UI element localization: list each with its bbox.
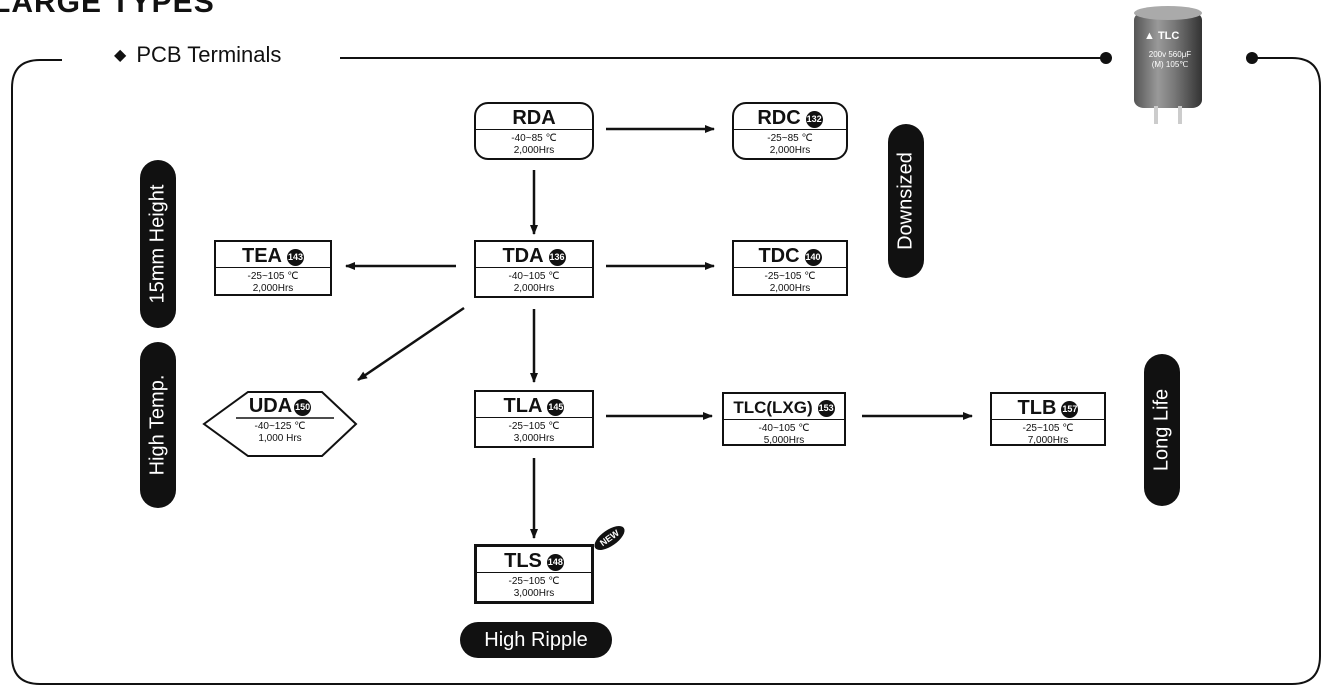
page-badge: 153 [817,400,835,417]
node-temp: -25~85 ℃ [767,133,813,144]
node-life: 2,000Hrs [769,145,811,156]
page-badge: 145 [547,399,565,416]
capacitor-leg [1178,106,1182,124]
uda-hexagon [202,391,358,457]
label-text: 15mm Height [146,184,169,304]
arrow-tda-uda [357,306,465,382]
page-badge: 157 [1061,401,1079,418]
capacitor-image: ▲ TLC 200v 560μF (M) 105℃ [1128,6,1208,126]
node-temp: -40~105 ℃ [508,271,560,282]
node-life: 5,000Hrs [763,435,805,446]
capacitor-brand: ▲ TLC [1144,30,1179,42]
capacitor-leg [1154,106,1158,124]
node-life: 2,000Hrs [252,283,294,294]
page-badge: 132 [805,111,823,128]
node-life: 7,000Hrs [1027,435,1069,446]
logo-icon: ▲ [1144,30,1158,42]
capacitor-top [1134,6,1202,20]
node-temp: -40~125 ℃ [254,421,306,432]
node-life: 1,000 Hrs [258,433,302,444]
node-life: 2,000Hrs [513,283,555,294]
page-badge: 148 [546,554,564,571]
section-label-text: PCB Terminals [136,42,282,67]
page-title: LARGE TYPES [0,0,215,19]
node-name: RDA [512,107,556,129]
node-temp: -25~105 ℃ [764,271,816,282]
node-name: TLS [504,550,542,572]
node-life: 2,000Hrs [769,283,811,294]
page-badge: 140 [804,249,822,266]
label-downsized: Downsized [888,124,924,278]
page-badge: 150 [294,399,312,416]
node-life: 3,000Hrs [513,588,555,599]
capacitor-tolerance: (M) 105℃ [1151,60,1189,69]
label-high-temp: High Temp. [140,342,176,508]
label-text: Long Life [1150,388,1173,472]
frame-border [11,57,1321,685]
capacitor-rating: 200v 560μF [1148,50,1192,59]
node-temp: -25~105 ℃ [247,271,299,282]
frame-dot-right [1246,52,1258,64]
label-high-ripple: High Ripple [460,622,612,658]
node-name: TLA [503,395,543,417]
node-temp: -40~105 ℃ [758,423,810,434]
node-temp: -40~85 ℃ [511,133,557,144]
node-name: UDA [248,395,293,417]
node-name: TEA [242,245,282,267]
node-temp: -25~105 ℃ [508,421,560,432]
page-badge: 136 [548,249,566,266]
label-long-life: Long Life [1144,354,1180,506]
capacitor-body [1134,12,1202,108]
label-text: High Temp. [146,374,169,476]
label-text: Downsized [894,152,917,250]
frame-dot-left [1100,52,1112,64]
page-badge: 143 [287,249,304,266]
node-name: TDC [758,245,800,267]
node-temp: -25~105 ℃ [1022,423,1074,434]
node-temp: -25~105 ℃ [508,576,560,587]
node-name: RDC [757,107,801,129]
section-label: ◆ PCB Terminals [106,42,290,68]
diamond-icon: ◆ [114,47,127,64]
capacitor-brand-text: TLC [1157,30,1180,42]
node-life: 2,000Hrs [513,145,555,156]
node-name: TDA [502,245,544,267]
node-name: TLB [1017,397,1057,419]
node-name: TLC(LXG) [733,398,813,417]
node-life: 3,000Hrs [513,433,555,444]
label-15mm-height: 15mm Height [140,160,176,328]
